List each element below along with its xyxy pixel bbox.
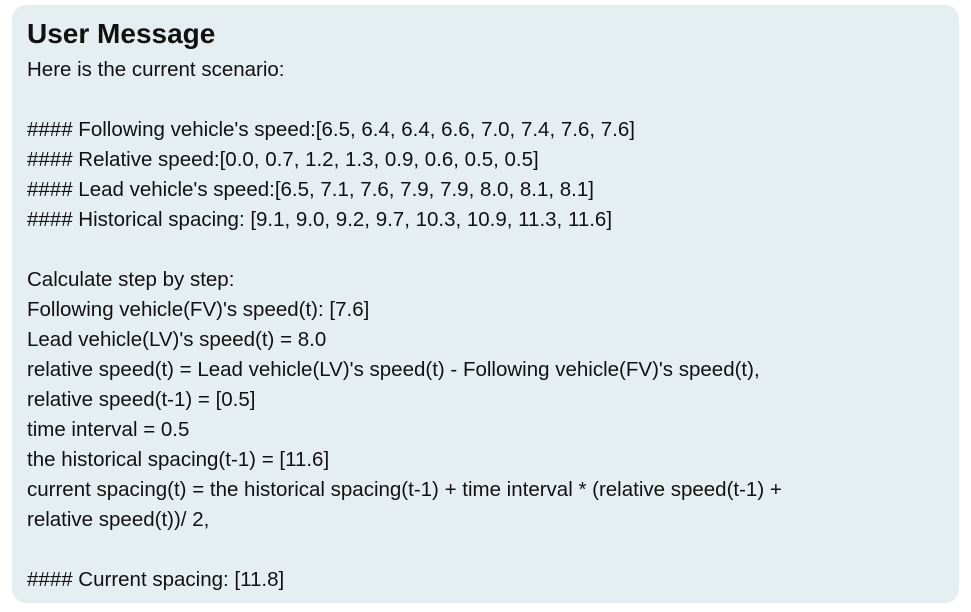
message-title: User Message — [27, 18, 216, 49]
message-body: Here is the current scenario: #### Follo… — [27, 55, 937, 595]
step-historical-spacing-prev: the historical spacing(t-1) = [11.6] — [27, 448, 330, 471]
step-current-spacing-formula-cont: relative speed(t))/ 2, — [27, 508, 210, 531]
step-relative-speed-prev: relative speed(t-1) = [0.5] — [27, 388, 256, 411]
step-time-interval: time interval = 0.5 — [27, 418, 190, 441]
result-current-spacing: #### Current spacing: [11.8] — [27, 568, 285, 591]
step-lv-speed: Lead vehicle(LV)'s speed(t) = 8.0 — [27, 328, 327, 351]
intro-text: Here is the current scenario: — [27, 58, 285, 81]
steps-heading: Calculate step by step: — [27, 268, 235, 291]
step-current-spacing-formula: current spacing(t) = the historical spac… — [27, 478, 782, 501]
user-message-card — [12, 5, 959, 603]
scenario-relative-speed: #### Relative speed:[0.0, 0.7, 1.2, 1.3,… — [27, 148, 539, 171]
scenario-lead-speed: #### Lead vehicle's speed:[6.5, 7.1, 7.6… — [27, 178, 594, 201]
blank-line — [27, 535, 937, 565]
step-relative-speed-formula: relative speed(t) = Lead vehicle(LV)'s s… — [27, 358, 760, 381]
blank-line — [27, 235, 937, 265]
blank-line — [27, 85, 937, 115]
scenario-historical-spacing: #### Historical spacing: [9.1, 9.0, 9.2,… — [27, 208, 613, 231]
step-fv-speed: Following vehicle(FV)'s speed(t): [7.6] — [27, 298, 370, 321]
scenario-following-speed: #### Following vehicle's speed:[6.5, 6.4… — [27, 118, 635, 141]
